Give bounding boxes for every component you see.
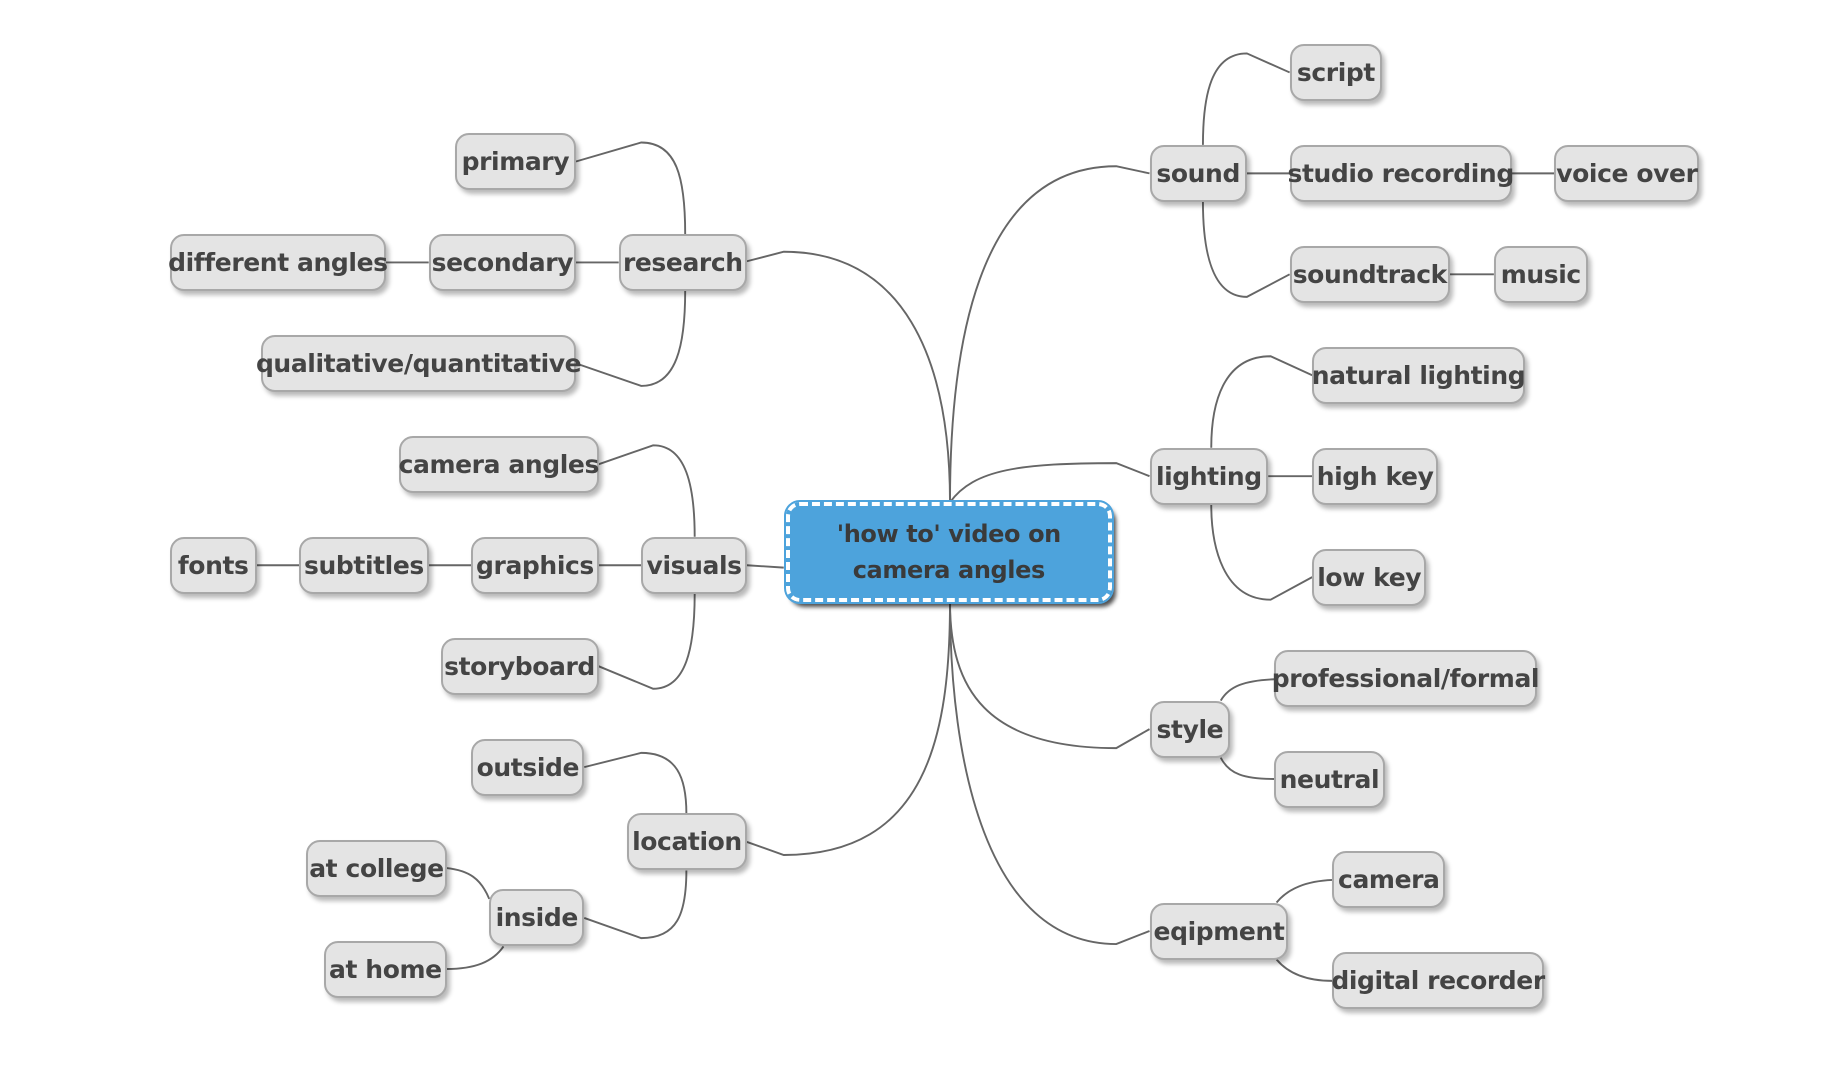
node-digital-recorder[interactable]: digital recorder xyxy=(1331,952,1545,1010)
connector-line xyxy=(746,564,784,569)
connector-line xyxy=(446,945,505,970)
node-storyboard[interactable]: storyboard xyxy=(440,637,599,695)
node-secondary[interactable]: secondary xyxy=(428,233,576,291)
connector-line xyxy=(746,250,951,503)
node-neutral[interactable]: neutral xyxy=(1274,750,1385,808)
node-location[interactable]: location xyxy=(627,813,747,871)
connector-line xyxy=(584,751,688,814)
node-at-home[interactable]: at home xyxy=(324,940,447,998)
node-style[interactable]: style xyxy=(1149,700,1231,758)
node-at-college[interactable]: at college xyxy=(306,839,447,897)
connector-line xyxy=(1219,678,1275,702)
connector-line xyxy=(598,444,696,537)
connector-line xyxy=(446,867,491,900)
node-music[interactable]: music xyxy=(1493,245,1588,303)
node-graphics[interactable]: graphics xyxy=(471,536,599,594)
node-primary[interactable]: primary xyxy=(454,133,576,190)
node-fonts[interactable]: fonts xyxy=(169,536,257,594)
node-voice-over[interactable]: voice over xyxy=(1554,144,1700,202)
connector-line xyxy=(949,165,1150,503)
node-script[interactable]: script xyxy=(1289,43,1383,101)
connector-line xyxy=(1275,958,1333,982)
connector-line xyxy=(583,870,688,940)
node-soundtrack[interactable]: soundtrack xyxy=(1289,245,1450,303)
node-low-key[interactable]: low key xyxy=(1312,548,1427,606)
node-studio-recording[interactable]: studio recording xyxy=(1287,144,1514,202)
connector-line xyxy=(598,593,696,690)
connector-line xyxy=(746,602,951,856)
node-professional-formal[interactable]: professional/formal xyxy=(1272,649,1540,707)
connector-line xyxy=(575,141,687,234)
connector-line xyxy=(1201,201,1291,298)
node-visuals[interactable]: visuals xyxy=(641,536,747,594)
connector-line xyxy=(1219,757,1275,780)
central-topic-node[interactable]: 'how to' video on camera angles xyxy=(784,500,1114,605)
connector-line xyxy=(1210,355,1313,448)
node-qualitative-quantitative[interactable]: qualitative/quantitative xyxy=(256,334,582,392)
connector-line xyxy=(1210,504,1313,601)
node-inside[interactable]: inside xyxy=(489,889,585,947)
connector-line xyxy=(949,462,1150,503)
node-outside[interactable]: outside xyxy=(471,738,585,796)
connector-line xyxy=(1201,52,1291,145)
node-research[interactable]: research xyxy=(618,233,747,291)
node-camera-angles[interactable]: camera angles xyxy=(399,435,599,493)
node-sound[interactable]: sound xyxy=(1149,144,1247,202)
node-natural-lighting[interactable]: natural lighting xyxy=(1312,346,1526,404)
connector-line xyxy=(949,602,1150,946)
connector-line xyxy=(949,602,1150,750)
connector-line xyxy=(1275,878,1333,904)
node-high-key[interactable]: high key xyxy=(1312,447,1439,505)
node-different-angles[interactable]: different angles xyxy=(168,233,388,291)
node-lighting[interactable]: lighting xyxy=(1149,447,1269,505)
node-subtitles[interactable]: subtitles xyxy=(299,536,429,594)
node-camera[interactable]: camera xyxy=(1332,851,1446,909)
connector-line xyxy=(575,290,687,387)
node-eqipment[interactable]: eqipment xyxy=(1149,902,1289,960)
